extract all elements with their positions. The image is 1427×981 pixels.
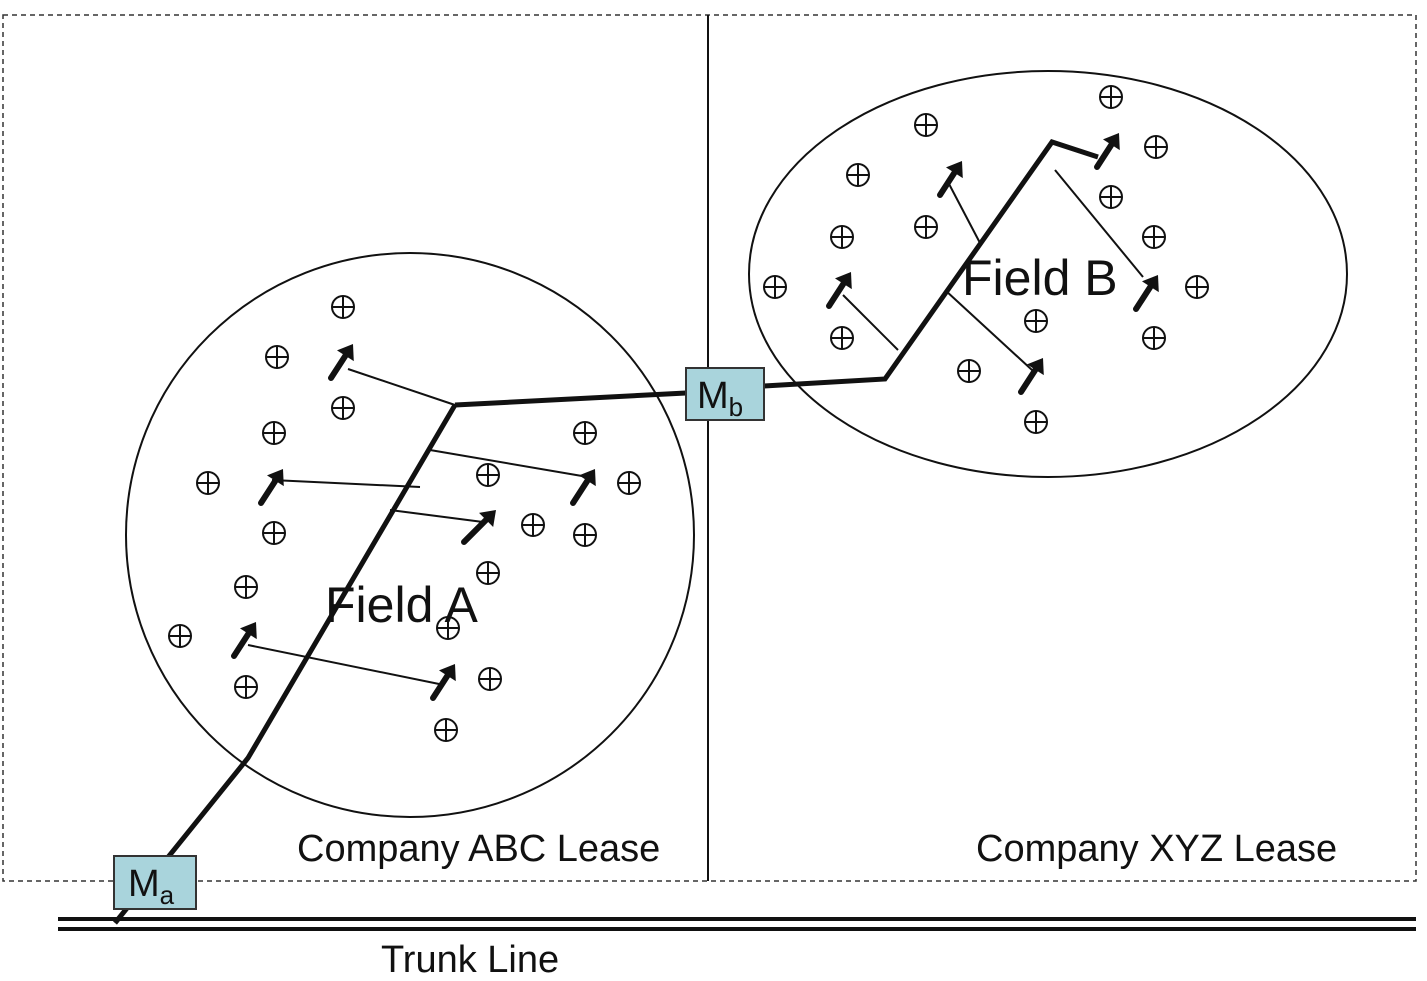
well-icon xyxy=(262,421,286,445)
well-icon xyxy=(196,471,220,495)
pipeline-field-a-to-mb xyxy=(454,390,687,408)
well-icon xyxy=(573,421,597,445)
meter-mb-box[interactable] xyxy=(685,367,765,421)
well-icon xyxy=(1024,410,1048,434)
well-icon xyxy=(830,225,854,249)
well-icon xyxy=(476,463,500,487)
arrow-up-right-icon xyxy=(461,510,496,545)
arrow-up-right-icon xyxy=(570,469,596,506)
arrow-up-right-icon xyxy=(430,664,456,701)
well-icon xyxy=(617,471,641,495)
field-a-flowlines xyxy=(247,368,583,686)
well-icon xyxy=(573,523,597,547)
well-icon xyxy=(1024,309,1048,333)
well-icon xyxy=(168,624,192,648)
injector-arrows xyxy=(231,133,1159,701)
meter-ma-label: Ma xyxy=(128,863,175,910)
well-icon xyxy=(478,667,502,691)
well-icon xyxy=(763,275,787,299)
well-icon xyxy=(1099,185,1123,209)
arrow-up-right-icon xyxy=(231,622,257,659)
arrow-up-right-icon xyxy=(826,272,852,309)
field-b-flowlines xyxy=(842,169,1144,371)
well-icon xyxy=(331,295,355,319)
well-icon xyxy=(830,326,854,350)
meter-mb-label: Mb xyxy=(697,375,743,422)
field-b-boundary xyxy=(748,70,1348,478)
field-a-label: Field A xyxy=(325,577,479,633)
well-icon xyxy=(265,345,289,369)
lease-abc-label: Company ABC Lease xyxy=(297,828,660,870)
field-b-label: Field B xyxy=(962,250,1118,306)
well-icon xyxy=(234,675,258,699)
well-icon xyxy=(434,718,458,742)
well-icon xyxy=(1099,85,1123,109)
well-icon xyxy=(262,521,286,545)
well-icon xyxy=(914,215,938,239)
arrow-up-right-icon xyxy=(1018,358,1044,395)
meter-ma-box[interactable] xyxy=(113,855,197,910)
well-icon xyxy=(476,561,500,585)
lease-xyz-label: Company XYZ Lease xyxy=(976,828,1337,870)
arrow-up-right-icon xyxy=(1094,133,1120,170)
lease-boundary xyxy=(2,14,1417,882)
well-icon xyxy=(957,359,981,383)
well-icon xyxy=(914,113,938,137)
well-icon xyxy=(521,513,545,537)
field-a-boundary xyxy=(125,252,695,818)
meter-mb[interactable]: Mb xyxy=(685,367,765,422)
well-icon xyxy=(1144,135,1168,159)
trunk-line xyxy=(58,917,1416,931)
well-icon xyxy=(331,396,355,420)
arrow-up-right-icon xyxy=(1133,275,1159,312)
well-icon xyxy=(1142,326,1166,350)
well-icon xyxy=(846,163,870,187)
trunk-line-label: Trunk Line xyxy=(381,939,559,981)
arrow-up-right-icon xyxy=(328,344,354,381)
meter-ma[interactable]: Ma xyxy=(113,855,197,910)
arrow-up-right-icon xyxy=(937,161,963,198)
arrow-up-right-icon xyxy=(258,469,284,506)
well-icon xyxy=(1185,275,1209,299)
pipeline-mb-to-field-b xyxy=(763,139,1099,389)
well-icon xyxy=(1142,225,1166,249)
well-icon xyxy=(234,575,258,599)
